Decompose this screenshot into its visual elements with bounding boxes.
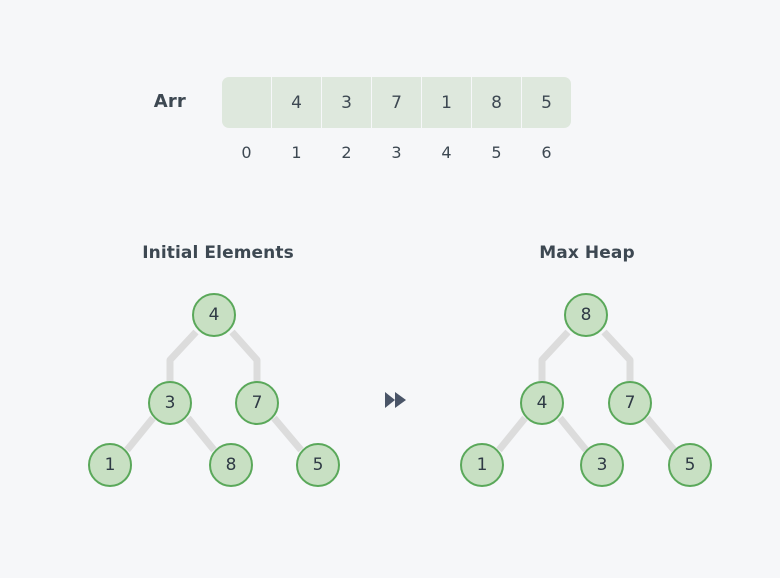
array-index-0: 0 <box>241 143 252 162</box>
array-index-4: 4 <box>441 143 452 162</box>
array-cell-3[interactable]: 7 <box>372 77 421 128</box>
array-index-3: 3 <box>391 143 402 162</box>
array-index-1: 1 <box>291 143 302 162</box>
edge-left-leaf2 <box>185 415 217 453</box>
edge-root-right <box>601 329 634 381</box>
max-heap-node-root[interactable]: 8 <box>564 293 608 337</box>
max-heap-node-leaf-2[interactable]: 3 <box>580 443 624 487</box>
edge-root-left <box>538 329 571 381</box>
edge-root-right <box>229 329 261 381</box>
initial-tree-node-leaf-2[interactable]: 8 <box>209 443 253 487</box>
edge-left-leaf2 <box>557 415 589 453</box>
array-cell-1[interactable]: 4 <box>272 77 321 128</box>
array-cell-4[interactable]: 1 <box>422 77 471 128</box>
array-index-2: 2 <box>341 143 352 162</box>
array-index-6: 6 <box>541 143 552 162</box>
initial-elements-heading: Initial Elements <box>142 243 294 263</box>
edge-root-left <box>166 329 199 381</box>
max-heap-heading: Max Heap <box>539 243 635 263</box>
edge-right-leaf3 <box>644 415 677 453</box>
initial-tree-node-leaf-1[interactable]: 1 <box>88 443 132 487</box>
array-index-5: 5 <box>491 143 502 162</box>
max-heap-node-left-child[interactable]: 4 <box>520 381 564 425</box>
fast-forward-icon <box>385 392 406 408</box>
array-indices: 0 1 2 3 4 5 6 <box>222 143 571 165</box>
max-heap-node-right-child[interactable]: 7 <box>608 381 652 425</box>
initial-tree-node-root[interactable]: 4 <box>192 293 236 337</box>
array-label: Arr <box>153 91 186 112</box>
edge-left-leaf1 <box>124 415 156 453</box>
edge-left-leaf1 <box>496 415 528 453</box>
array-cell-5[interactable]: 8 <box>472 77 521 128</box>
array-cell-2[interactable]: 3 <box>322 77 371 128</box>
max-heap-node-leaf-3[interactable]: 5 <box>668 443 712 487</box>
array-cell-6[interactable]: 5 <box>522 77 571 128</box>
initial-tree-node-right-child[interactable]: 7 <box>235 381 279 425</box>
initial-tree-node-leaf-3[interactable]: 5 <box>296 443 340 487</box>
array-cell-0[interactable] <box>222 77 271 128</box>
edge-right-leaf3 <box>271 415 304 453</box>
max-heap-node-leaf-1[interactable]: 1 <box>460 443 504 487</box>
initial-tree-node-left-child[interactable]: 3 <box>148 381 192 425</box>
array-cells: 4 3 7 1 8 5 <box>222 77 571 128</box>
